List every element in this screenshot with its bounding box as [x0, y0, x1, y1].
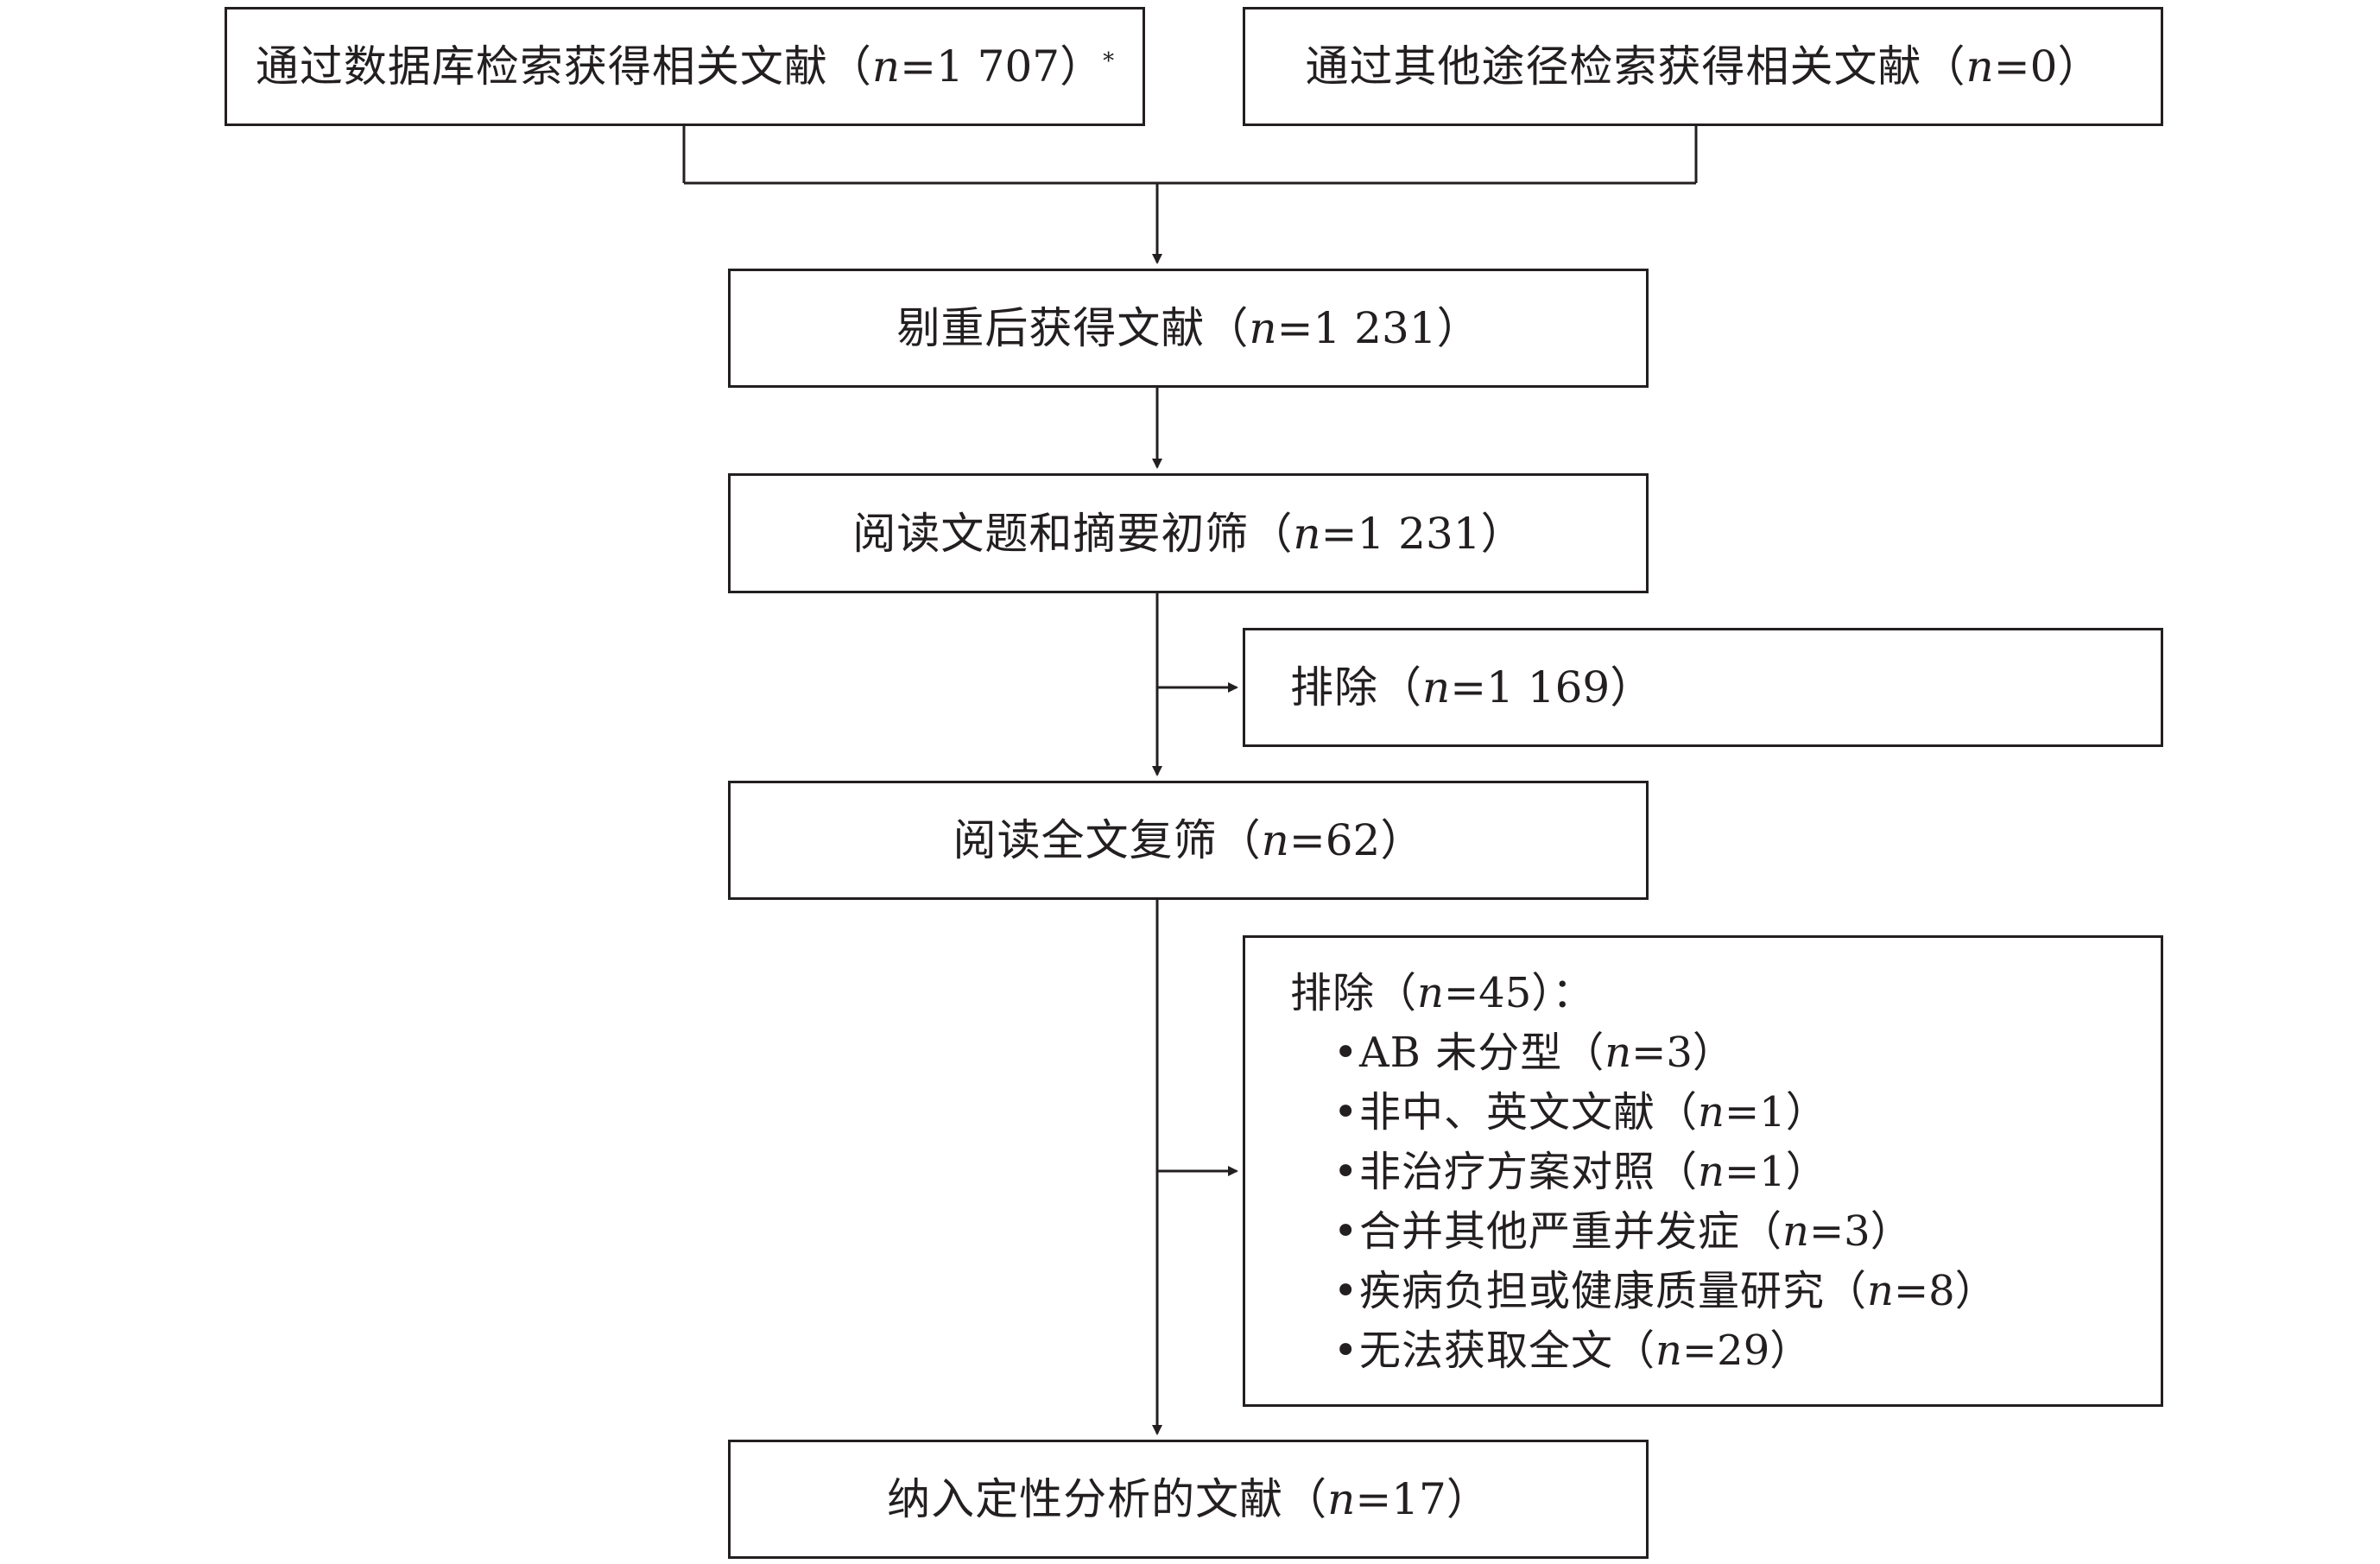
- bullet-icon: •: [1333, 1148, 1358, 1196]
- exclusion-reason-label: 非中、英文文献（: [1359, 1088, 1699, 1137]
- exclusion-reason-label: 非治疗方案对照（: [1359, 1148, 1699, 1196]
- exclusion-reason-count: =8）: [1893, 1267, 1997, 1315]
- excluded-first-count: =1 169）: [1450, 662, 1654, 712]
- exclusion-reason-item: •合并其他严重并发症（n=3）: [1333, 1202, 2161, 1262]
- exclusion-reason-item: •非中、英文文献（n=1）: [1333, 1083, 2161, 1143]
- exclusion-reason-count: =3）: [1808, 1207, 1912, 1256]
- exclusion-reason-item: •非治疗方案对照（n=1）: [1333, 1143, 2161, 1202]
- fulltext-screening-box: 阅读全文复筛（n=62）: [728, 781, 1649, 900]
- deduplicated-prefix: 剔重后获得文献（: [896, 303, 1250, 353]
- database-search-count: =1 707）: [900, 41, 1104, 92]
- included-studies-box: 纳入定性分析的文献（n=17）: [728, 1440, 1649, 1559]
- bullet-icon: •: [1333, 1267, 1358, 1315]
- exclusion-reasons-list: •AB 未分型（n=3） •非中、英文文献（n=1） •非治疗方案对照（n=1）…: [1290, 1023, 2161, 1381]
- excluded-first-n-symbol: n: [1422, 662, 1451, 712]
- bullet-icon: •: [1333, 1088, 1358, 1137]
- title-abstract-screening-count: =1 231）: [1320, 508, 1524, 559]
- excluded-second-heading-n-symbol: n: [1417, 969, 1444, 1017]
- included-studies-prefix: 纳入定性分析的文献（: [887, 1474, 1328, 1524]
- title-abstract-screening-n-symbol: n: [1293, 508, 1321, 559]
- fulltext-screening-n-symbol: n: [1261, 815, 1289, 865]
- exclusion-reason-count: =1）: [1724, 1088, 1827, 1137]
- exclusion-reason-n-symbol: n: [1655, 1327, 1682, 1375]
- exclusion-reason-item: •无法获取全文（n=29）: [1333, 1321, 2161, 1381]
- exclusion-reason-n-symbol: n: [1782, 1207, 1809, 1256]
- title-abstract-screening-prefix: 阅读文题和摘要初筛（: [852, 508, 1294, 559]
- bullet-icon: •: [1333, 1029, 1358, 1077]
- exclusion-reason-n-symbol: n: [1605, 1029, 1632, 1077]
- title-abstract-screening-box: 阅读文题和摘要初筛（n=1 231）: [728, 473, 1649, 593]
- excluded-second-heading-count: =45）：: [1443, 969, 1594, 1017]
- database-search-footnote-mark: *: [1103, 48, 1115, 74]
- fulltext-screening-prefix: 阅读全文复筛（: [953, 815, 1262, 865]
- database-search-prefix: 通过数据库检索获得相关文献（: [255, 41, 872, 92]
- exclusion-reason-count: =1）: [1724, 1148, 1827, 1196]
- excluded-first-prefix: 排除（: [1290, 662, 1422, 712]
- other-sources-box: 通过其他途径检索获得相关文献（n=0）: [1243, 7, 2163, 126]
- exclusion-reason-label: 合并其他严重并发症（: [1359, 1207, 1783, 1256]
- deduplicated-count: =1 231）: [1276, 303, 1480, 353]
- bullet-icon: •: [1333, 1207, 1358, 1256]
- exclusion-reason-label: AB 未分型（: [1359, 1029, 1605, 1077]
- excluded-first-box: 排除（n=1 169）: [1243, 628, 2163, 747]
- fulltext-screening-count: =62）: [1288, 815, 1424, 865]
- exclusion-reason-n-symbol: n: [1867, 1267, 1894, 1315]
- deduplicated-box: 剔重后获得文献（n=1 231）: [728, 269, 1649, 388]
- database-search-n-symbol: n: [871, 41, 901, 92]
- other-sources-count: =0）: [1993, 41, 2101, 92]
- bullet-icon: •: [1333, 1327, 1358, 1375]
- included-studies-count: =17）: [1355, 1474, 1490, 1524]
- other-sources-n-symbol: n: [1965, 41, 1994, 92]
- excluded-second-box: 排除（n=45）： •AB 未分型（n=3） •非中、英文文献（n=1） •非治…: [1243, 935, 2163, 1407]
- included-studies-n-symbol: n: [1327, 1474, 1356, 1524]
- exclusion-reason-item: •疾病负担或健康质量研究（n=8）: [1333, 1262, 2161, 1321]
- exclusion-reason-item: •AB 未分型（n=3）: [1333, 1023, 2161, 1083]
- exclusion-reason-label: 无法获取全文（: [1359, 1327, 1656, 1375]
- exclusion-reason-count: =29）: [1681, 1327, 1812, 1375]
- excluded-second-heading: 排除（n=45）：: [1290, 964, 2161, 1023]
- other-sources-prefix: 通过其他途径检索获得相关文献（: [1305, 41, 1966, 92]
- exclusion-reason-n-symbol: n: [1698, 1088, 1725, 1137]
- exclusion-reason-n-symbol: n: [1698, 1148, 1725, 1196]
- deduplicated-n-symbol: n: [1249, 303, 1277, 353]
- excluded-second-heading-prefix: 排除（: [1290, 969, 1418, 1017]
- exclusion-reason-count: =3）: [1631, 1029, 1734, 1077]
- exclusion-reason-label: 疾病负担或健康质量研究（: [1359, 1267, 1868, 1315]
- database-search-box: 通过数据库检索获得相关文献（n=1 707）*: [225, 7, 1145, 126]
